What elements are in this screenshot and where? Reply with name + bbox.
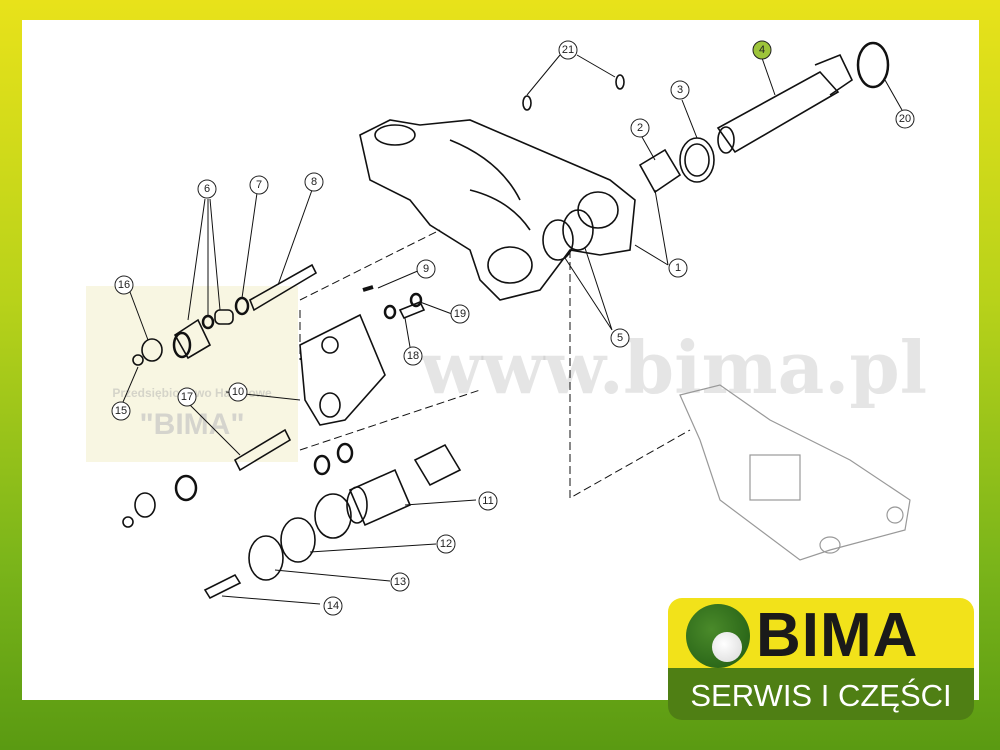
bolt-part-14 [203,573,242,600]
callout-14[interactable]: 14 [323,596,343,616]
svg-text:4: 4 [759,44,765,56]
svg-text:10: 10 [232,386,244,398]
svg-text:8: 8 [311,176,317,188]
callout-6[interactable]: 6 [197,179,217,199]
callout-2[interactable]: 2 [630,118,650,138]
svg-text:6: 6 [204,183,210,195]
center-lines [299,229,691,499]
svg-text:17: 17 [181,391,193,403]
o-ring-part-20 [856,41,890,89]
pin-part-8 [248,263,318,312]
grease-nipple-21b [615,74,625,90]
bushing-part-2 [638,148,682,194]
svg-text:13: 13 [394,576,406,588]
callout-21[interactable]: 21 [558,40,578,60]
svg-text:12: 12 [440,538,452,550]
ring-part-16 [141,338,163,362]
callout-7[interactable]: 7 [249,175,269,195]
leader-lines [122,54,903,605]
cap-part-12 [280,517,316,563]
svg-text:7: 7 [256,179,262,191]
svg-text:19: 19 [454,308,466,320]
watermark-company-name: "BIMA" [139,408,245,441]
bushing-part-11b [413,443,462,487]
callout-12[interactable]: 12 [436,534,456,554]
watermark-box: Przedsiębiorstwo Handlowe "BIMA" [86,286,298,462]
callout-17[interactable]: 17 [177,387,197,407]
callout-10[interactable]: 10 [228,382,248,402]
grease-nipple-21a [522,95,532,111]
svg-text:5: 5 [617,332,623,344]
svg-text:2: 2 [637,122,643,134]
svg-text:20: 20 [899,113,911,125]
svg-text:14: 14 [327,600,339,612]
callout-8[interactable]: 8 [304,172,324,192]
nipple-part-15 [132,354,144,366]
logo-tagline: SERWIS I CZĘŚCI [690,678,952,713]
callout-20[interactable]: 20 [895,109,915,129]
pin-part-17 [233,428,292,472]
logo-name: BIMA [756,601,919,670]
svg-text:15: 15 [115,405,127,417]
callout-9[interactable]: 9 [416,259,436,279]
bima-logo: BIMA SERWIS I CZĘŚCI [668,598,976,722]
svg-text:1: 1 [675,262,681,274]
svg-text:11: 11 [482,495,493,507]
ring-part-19 [409,292,423,308]
callout-19[interactable]: 19 [450,304,470,324]
ring-part-13 [314,493,352,539]
callout-3[interactable]: 3 [670,80,690,100]
svg-text:9: 9 [423,263,429,275]
logo-ball-highlight-icon [712,632,742,662]
bushing-part-6 [214,309,234,325]
seal-part-5a [542,219,574,261]
callout-11[interactable]: 11 [478,491,498,511]
svg-text:16: 16 [118,279,130,291]
callout-1[interactable]: 1 [668,258,688,278]
callout-4[interactable]: 4 [752,40,772,60]
seal-part-5b [562,209,594,251]
callout-15[interactable]: 15 [111,401,131,421]
callout-16[interactable]: 16 [114,275,134,295]
watermark-site: www.bima.pl [420,325,928,410]
callout-18[interactable]: 18 [403,346,423,366]
link-part-10 [299,313,386,426]
pin-part-9 [362,285,374,292]
logo-bottom-band [668,668,974,720]
callout-13[interactable]: 13 [390,572,410,592]
pin-part-4 [716,53,854,154]
svg-text:3: 3 [677,84,683,96]
svg-text:21: 21 [562,44,574,56]
svg-text:18: 18 [407,350,419,362]
tractor-reference-sketch [679,384,911,561]
callout-5[interactable]: 5 [610,328,630,348]
